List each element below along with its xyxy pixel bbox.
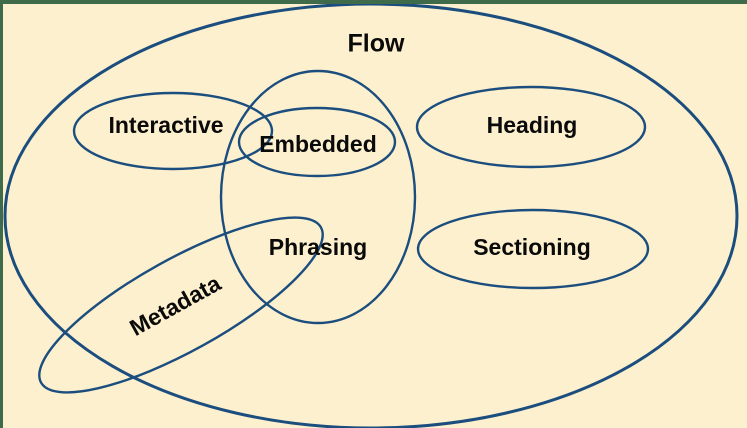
label-phrasing: Phrasing — [269, 234, 367, 260]
label-heading: Heading — [487, 112, 578, 138]
ellipse-interactive[interactable] — [72, 91, 274, 171]
label-flow: Flow — [348, 30, 405, 58]
label-embedded: Embedded — [259, 131, 377, 157]
label-metadata: Metadata — [125, 270, 225, 341]
ellipse-embedded[interactable] — [237, 106, 397, 178]
label-sectioning: Sectioning — [473, 234, 591, 260]
ellipse-sectioning[interactable] — [416, 208, 650, 290]
ellipse-layer — [3, 4, 739, 428]
ellipse-flow[interactable] — [3, 4, 739, 428]
ellipse-phrasing[interactable] — [219, 69, 417, 325]
label-interactive: Interactive — [108, 112, 223, 138]
ellipse-heading[interactable] — [415, 85, 647, 169]
ellipse-metadata[interactable] — [19, 187, 343, 423]
